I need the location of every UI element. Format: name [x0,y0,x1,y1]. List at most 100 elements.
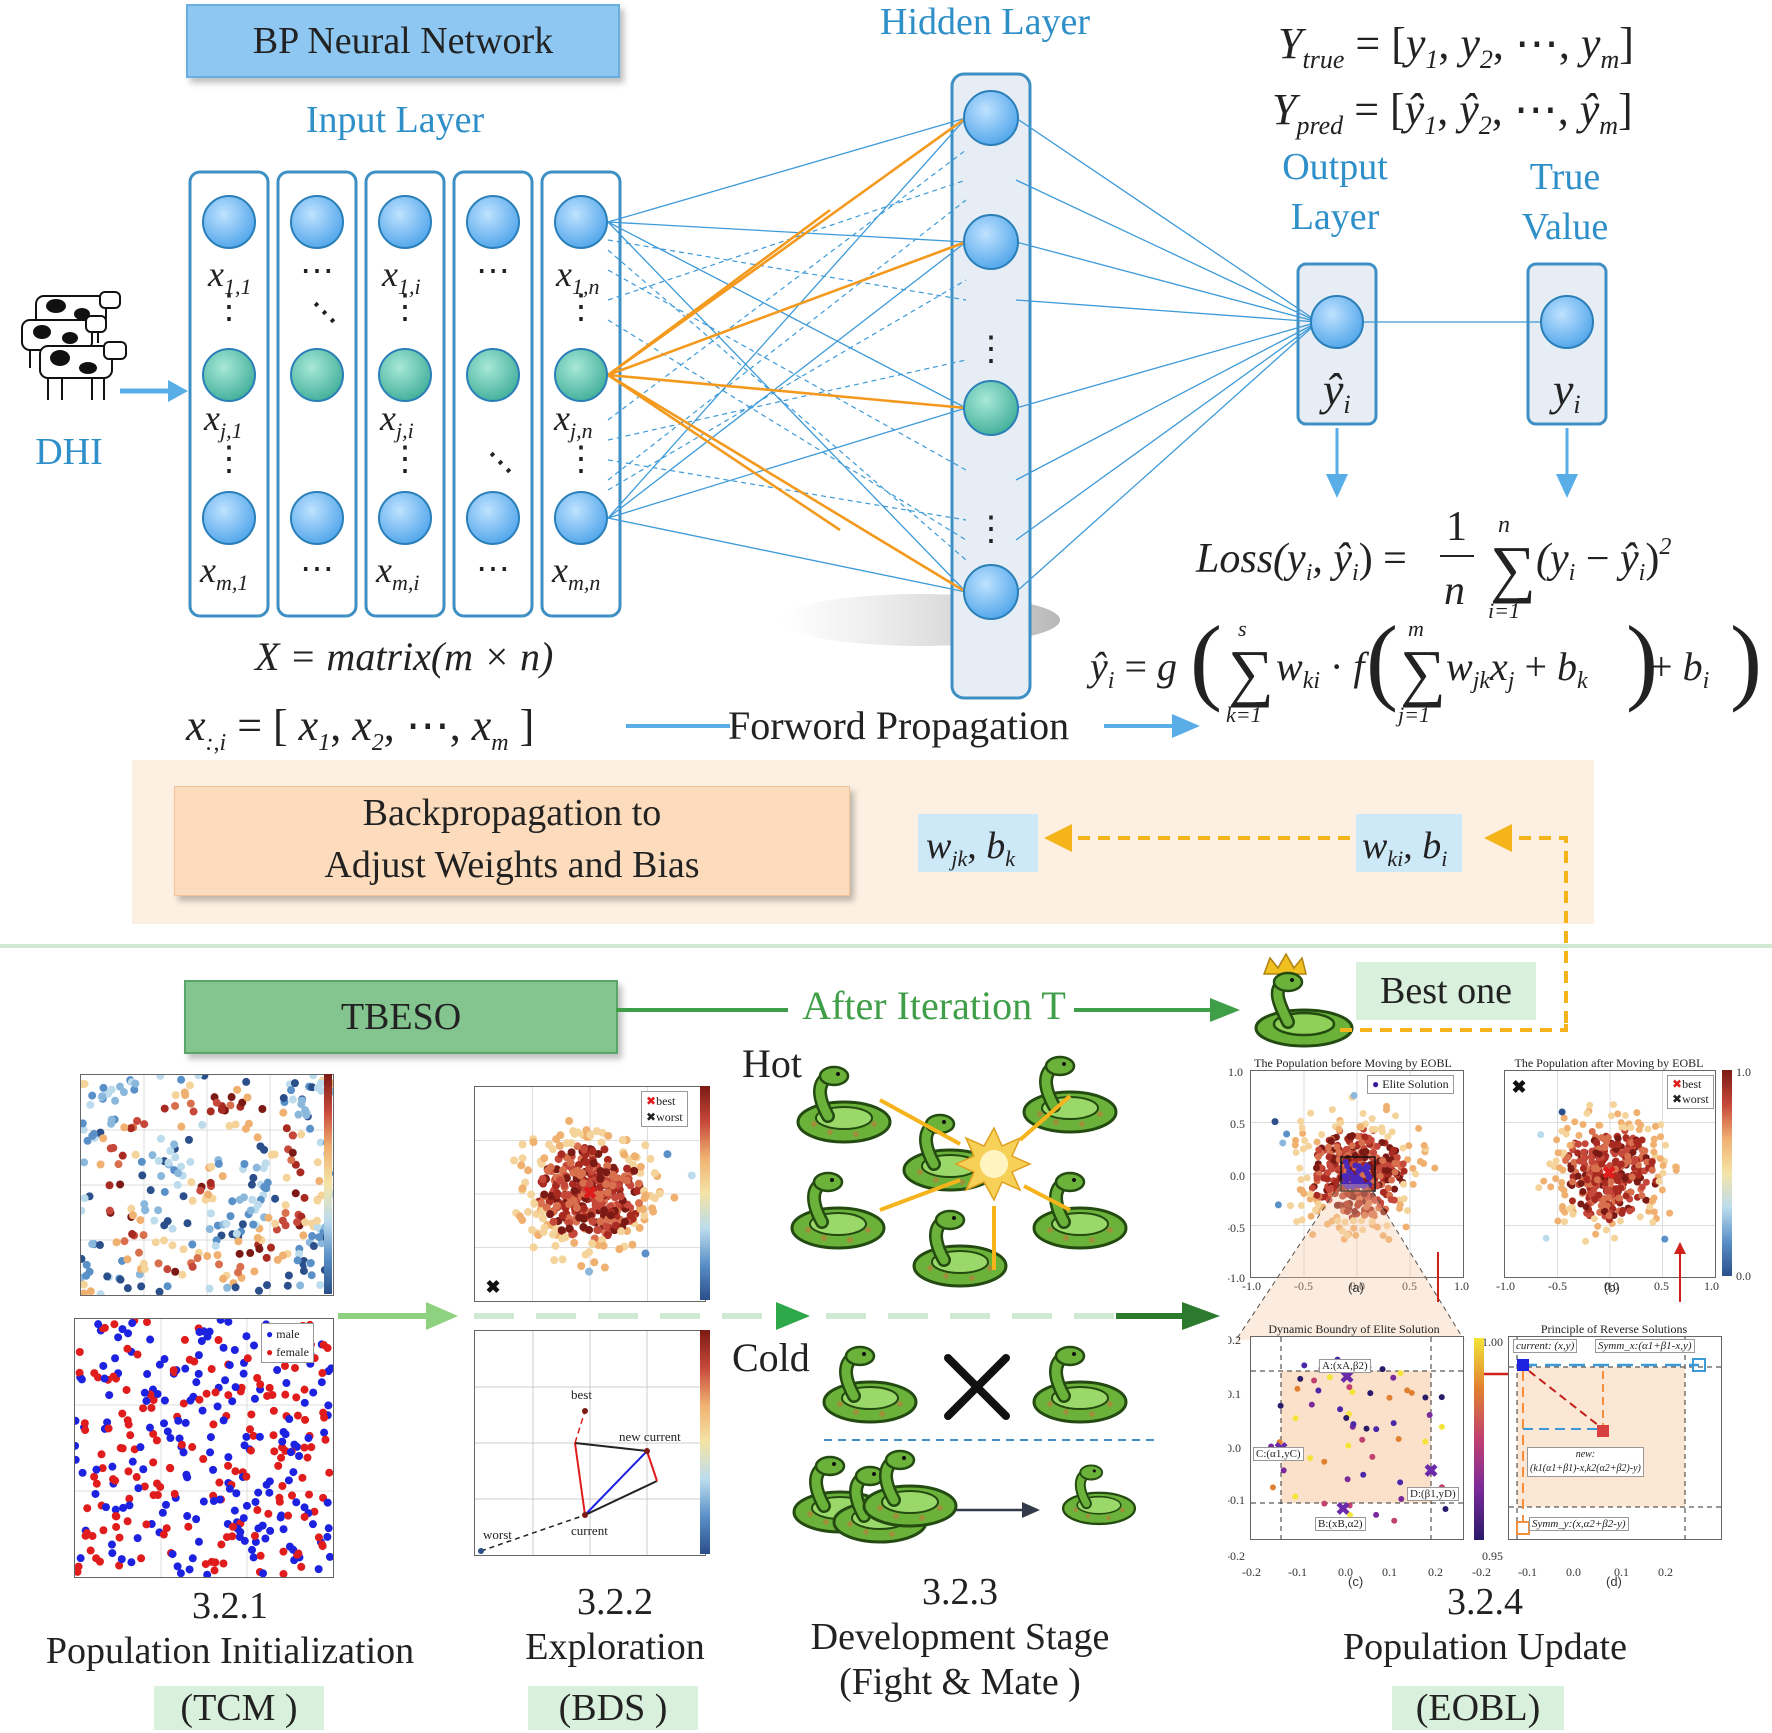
population-point [235,1249,244,1258]
male-female-point [162,1500,171,1509]
male-female-point [242,1501,251,1510]
exploration-point [551,1241,560,1250]
population-point [306,1124,315,1133]
svg-text:∑: ∑ [1400,637,1446,708]
backprop-arrows: wjk, bk wki, bi [926,824,1568,1023]
elite-boundary-point [1438,1394,1445,1401]
svg-text:0.0: 0.0 [1350,1279,1365,1293]
eobl-before-point [1346,1132,1354,1140]
population-point [139,1231,148,1240]
exploration-point [591,1201,600,1210]
elite-boundary-point [1359,1436,1366,1443]
elite-boundary-point [1269,1484,1276,1491]
population-point [105,1206,114,1215]
male-female-point [237,1383,246,1392]
population-point [281,1208,290,1217]
male-female-point [201,1560,210,1569]
population-point [151,1238,160,1247]
eobl-c-plot: ✖✖✖✖ A:(xA,β2) C:(α1,yC) D:(β1,yD) B:(xB… [1250,1336,1464,1540]
eobl-after-point [1650,1194,1658,1202]
exploration-point [628,1160,637,1169]
svg-text:⋯: ⋯ [476,551,510,588]
exploration-point [670,1193,679,1202]
population-point [227,1093,236,1102]
svg-text:(: ( [1366,606,1398,713]
exploration-point [620,1150,629,1159]
male-female-point [219,1416,228,1425]
tbeso-title: TBESO [184,980,618,1054]
svg-text:⋮: ⋮ [388,441,422,478]
eobl-after-point [1594,1222,1602,1230]
population-point [106,1144,115,1153]
male-female-point [133,1350,142,1359]
svg-text:∑: ∑ [1228,637,1274,708]
population-point [198,1120,207,1129]
eobl-after-point [1574,1149,1582,1157]
population-point [171,1267,180,1276]
male-female-point [78,1468,87,1477]
svg-text:x:,i = [ x1, x2, ⋯, xm ]: x:,i = [ x1, x2, ⋯, xm ] [185,701,534,756]
svg-text:i=1: i=1 [1488,598,1520,623]
eobl-after-point [1558,1179,1566,1187]
population-point [157,1172,166,1181]
svg-text:Ytrue = [y1, y2, ⋯, ym]: Ytrue = [y1, y2, ⋯, ym] [1278,19,1634,74]
point-b-label: B:(xB,α2) [1315,1517,1366,1531]
best-one-link [1340,1014,1568,1032]
eobl-before-point [1337,1119,1345,1127]
exploration-point [592,1191,601,1200]
male-female-point [115,1533,124,1542]
male-female-point [290,1440,299,1449]
eobl-before-point [1376,1164,1384,1172]
population-point [313,1216,322,1225]
male-female-point [91,1489,100,1498]
eobl-after-point [1633,1138,1641,1146]
elite-boundary-point [1276,1439,1283,1446]
population-point [291,1189,300,1198]
male-female-points [71,1315,336,1579]
svg-text:wki · f: wki · f [1276,644,1369,694]
eobl-before-point [1297,1202,1305,1210]
eobl-b-legend: ✖best ✖worst [1667,1075,1714,1109]
eobl-after-point [1579,1164,1587,1172]
population-point [206,1178,215,1187]
male-female-point [108,1549,117,1558]
eobl-before-point [1359,1109,1367,1117]
male-female-point [162,1524,171,1533]
eobl-before-point [1380,1208,1388,1216]
eobl-after-point [1552,1157,1560,1165]
bds-scatter-plot: ✖✖ ✖best ✖worst [474,1086,706,1302]
svg-text:+ bi: + bi [1650,644,1709,694]
male-female-point [279,1547,288,1556]
population-point [79,1125,88,1134]
male-female-point [206,1433,215,1442]
population-point [233,1268,242,1277]
eobl-after-point [1621,1112,1629,1120]
cold-label: Cold [732,1335,810,1380]
eobl-before-point [1314,1200,1322,1208]
population-point [98,1092,107,1101]
male-female-point [249,1553,258,1562]
exploration-point [540,1190,549,1199]
eobl-before-point [1274,1201,1282,1209]
population-point [306,1259,315,1268]
male-female-point [211,1388,220,1397]
eobl-before-point [1370,1210,1378,1218]
male-female-point [301,1415,310,1424]
male-female-point [263,1391,272,1400]
population-point [270,1150,279,1159]
svg-text:0.5: 0.5 [1402,1279,1417,1293]
eobl-after-point [1650,1208,1658,1216]
population-point [116,1180,125,1189]
svg-text:-1.0: -1.0 [1496,1279,1515,1293]
eobl-after-point [1616,1217,1624,1225]
male-female-point [318,1369,327,1378]
population-point [103,1272,112,1281]
exploration-point [545,1140,554,1149]
eobl-after-point [1644,1125,1652,1133]
male-female-point [246,1446,255,1455]
elite-zoom-box [1340,1156,1376,1192]
eobl-before-point [1350,1091,1358,1099]
exploration-point [687,1171,696,1180]
male-female-point [303,1453,312,1462]
exploration-point [585,1179,594,1188]
